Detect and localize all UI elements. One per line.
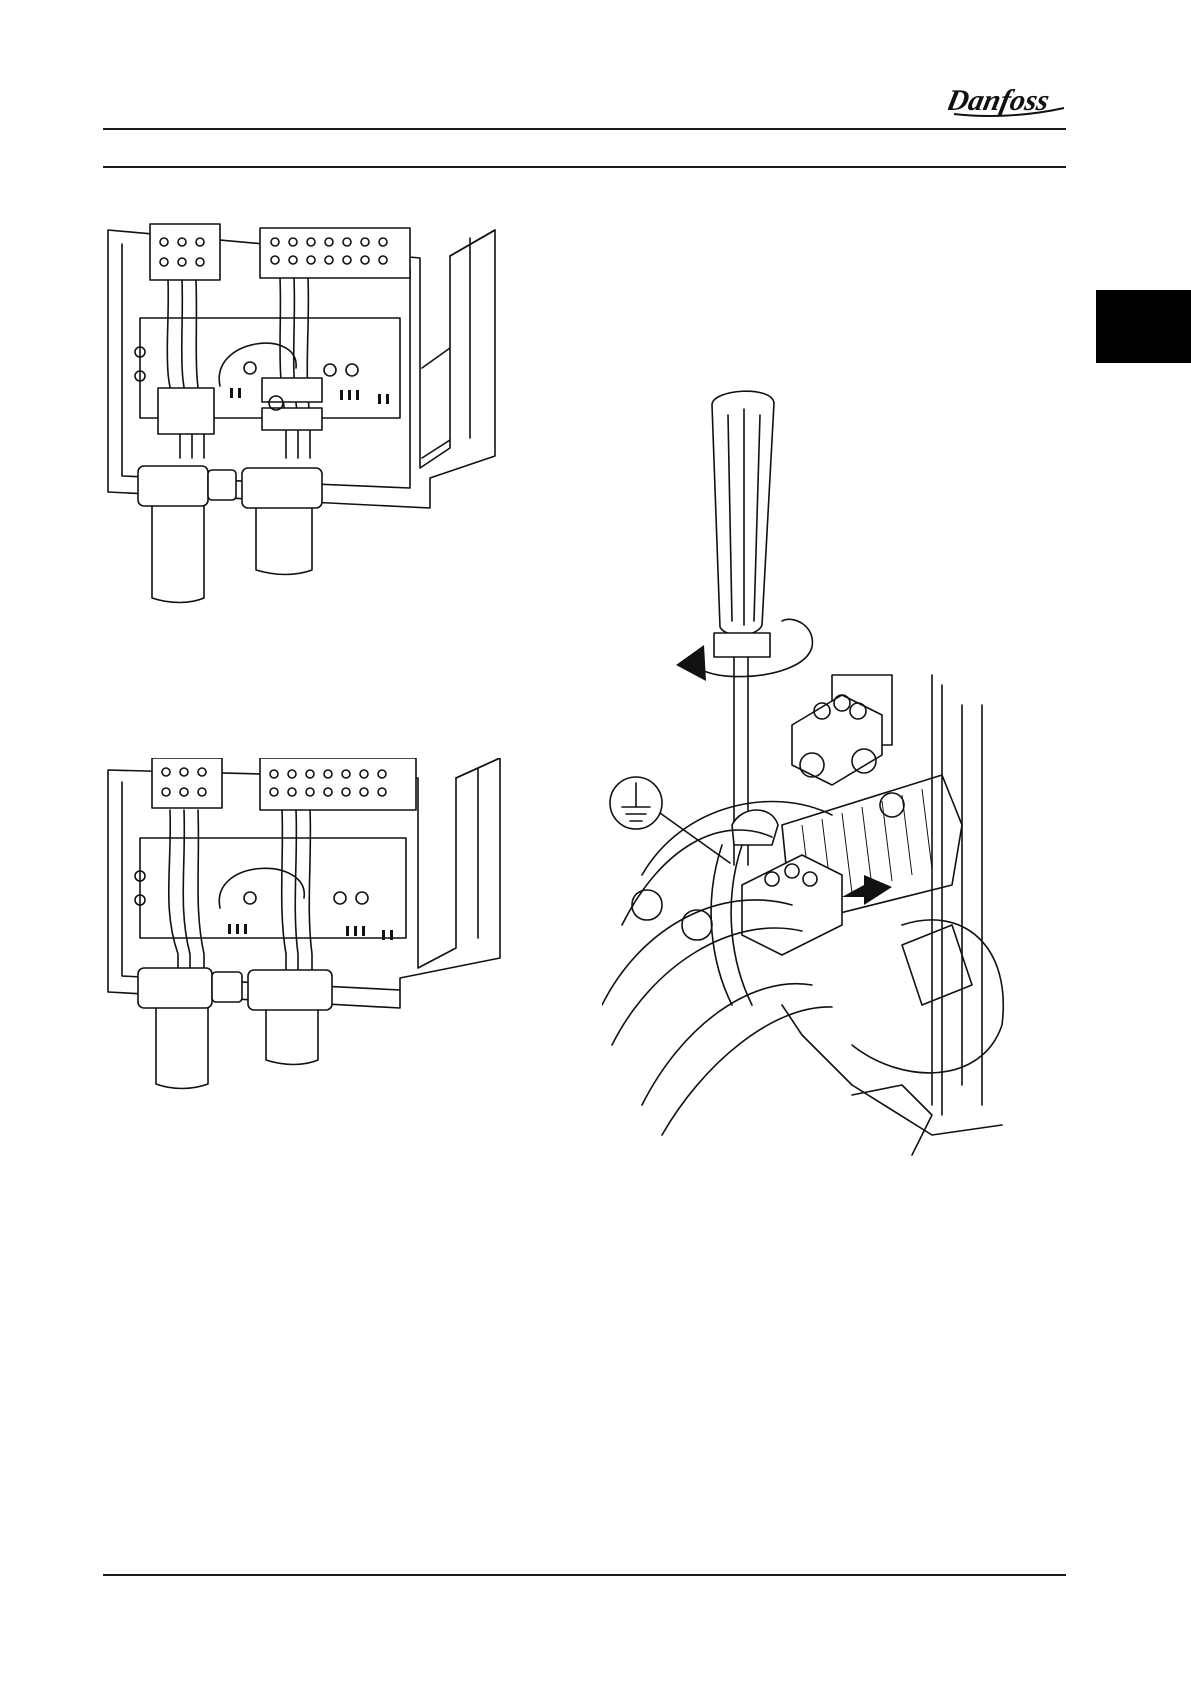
grounding-drawing [602, 385, 1084, 1195]
header-rule-bottom [103, 166, 1066, 168]
terminal-cover-drawing [100, 218, 540, 648]
figure-top-left [100, 218, 540, 648]
figure-bottom-left [100, 758, 540, 1188]
danfoss-logo-mark: Danfoss [948, 78, 1068, 122]
earth-ground-symbol-icon [610, 777, 730, 863]
chapter-tab [1096, 290, 1191, 363]
logo-lettering: Danfoss [948, 83, 1053, 117]
header-rule-top [103, 128, 1066, 130]
screwdriver-icon [712, 391, 774, 865]
danfoss-logo: Danfoss [948, 78, 1068, 122]
footer-rule [103, 1574, 1066, 1576]
figure-right [602, 385, 1084, 1195]
terminal-cover-drawing-alt [100, 758, 540, 1188]
